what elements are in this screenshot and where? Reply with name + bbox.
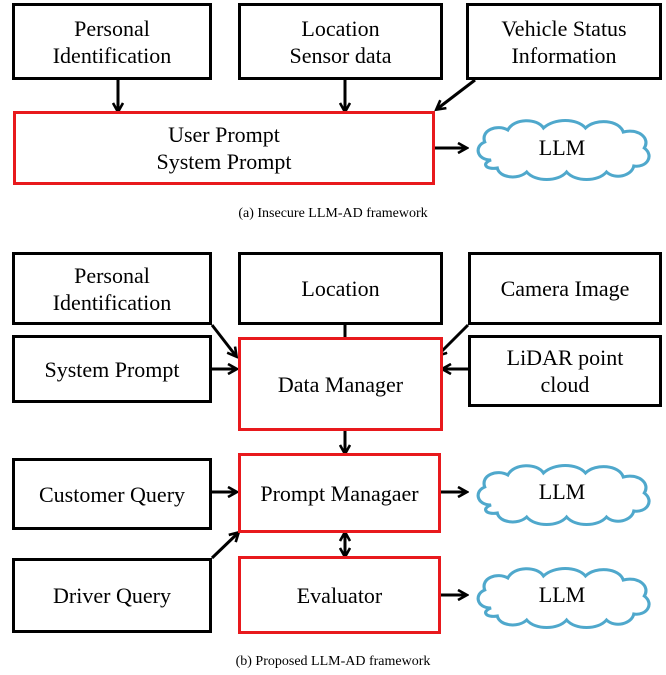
arrow-personal-to-data-manager — [210, 324, 236, 356]
location-sensor-label: Location Sensor data — [289, 15, 392, 68]
arrow-driver-query-to-prompt-manager — [210, 533, 238, 560]
caption-b: (b) Proposed LLM-AD framework — [235, 654, 431, 669]
llm-text-b-top: LLM — [538, 479, 586, 504]
lidar-box: LiDAR point cloud — [468, 335, 662, 407]
location-label-b: Location — [301, 276, 380, 301]
personal-identification-box: Personal Identification — [12, 3, 212, 80]
system-prompt-box: System Prompt — [12, 335, 212, 403]
prompt-box-label: User Prompt System Prompt — [156, 122, 292, 174]
arrow-camera-to-data-manager — [438, 323, 470, 355]
prompt-manager-box: Prompt Managaer — [238, 453, 441, 533]
driver-query-label: Driver Query — [53, 583, 171, 608]
lidar-label: LiDAR point cloud — [506, 345, 624, 397]
personal-identification-label: Personal Identification — [52, 15, 172, 68]
data-manager-box: Data Manager — [238, 337, 443, 431]
evaluator-box: Evaluator — [238, 556, 441, 634]
camera-image-box: Camera Image — [468, 252, 662, 325]
customer-query-box: Customer Query — [12, 458, 212, 530]
camera-image-label: Camera Image — [500, 276, 630, 301]
location-box-b: Location — [238, 252, 443, 325]
prompt-box: User Prompt System Prompt — [13, 111, 435, 185]
vehicle-status-box: Vehicle Status Information — [466, 3, 662, 80]
prompt-manager-label: Prompt Managaer — [260, 480, 419, 506]
driver-query-box: Driver Query — [12, 558, 212, 633]
personal-identification-box-b: Personal Identification — [12, 252, 212, 325]
caption-a: (a) Insecure LLM-AD framework — [238, 206, 428, 221]
evaluator-label: Evaluator — [296, 582, 383, 608]
llm-label-b-bottom: LLM — [474, 570, 650, 620]
llm-text-a: LLM — [538, 135, 586, 160]
personal-identification-label-b: Personal Identification — [52, 262, 172, 315]
customer-query-label: Customer Query — [38, 481, 186, 507]
vehicle-status-label: Vehicle Status Information — [501, 15, 627, 68]
llm-label-b-top: LLM — [474, 467, 650, 517]
location-sensor-box: Location Sensor data — [238, 3, 443, 80]
system-prompt-label: System Prompt — [44, 356, 180, 382]
arrow-vehicle-to-prompt — [437, 78, 476, 109]
llm-label-a: LLM — [474, 123, 650, 173]
llm-text-b-bottom: LLM — [538, 582, 586, 607]
data-manager-label: Data Manager — [277, 371, 404, 397]
